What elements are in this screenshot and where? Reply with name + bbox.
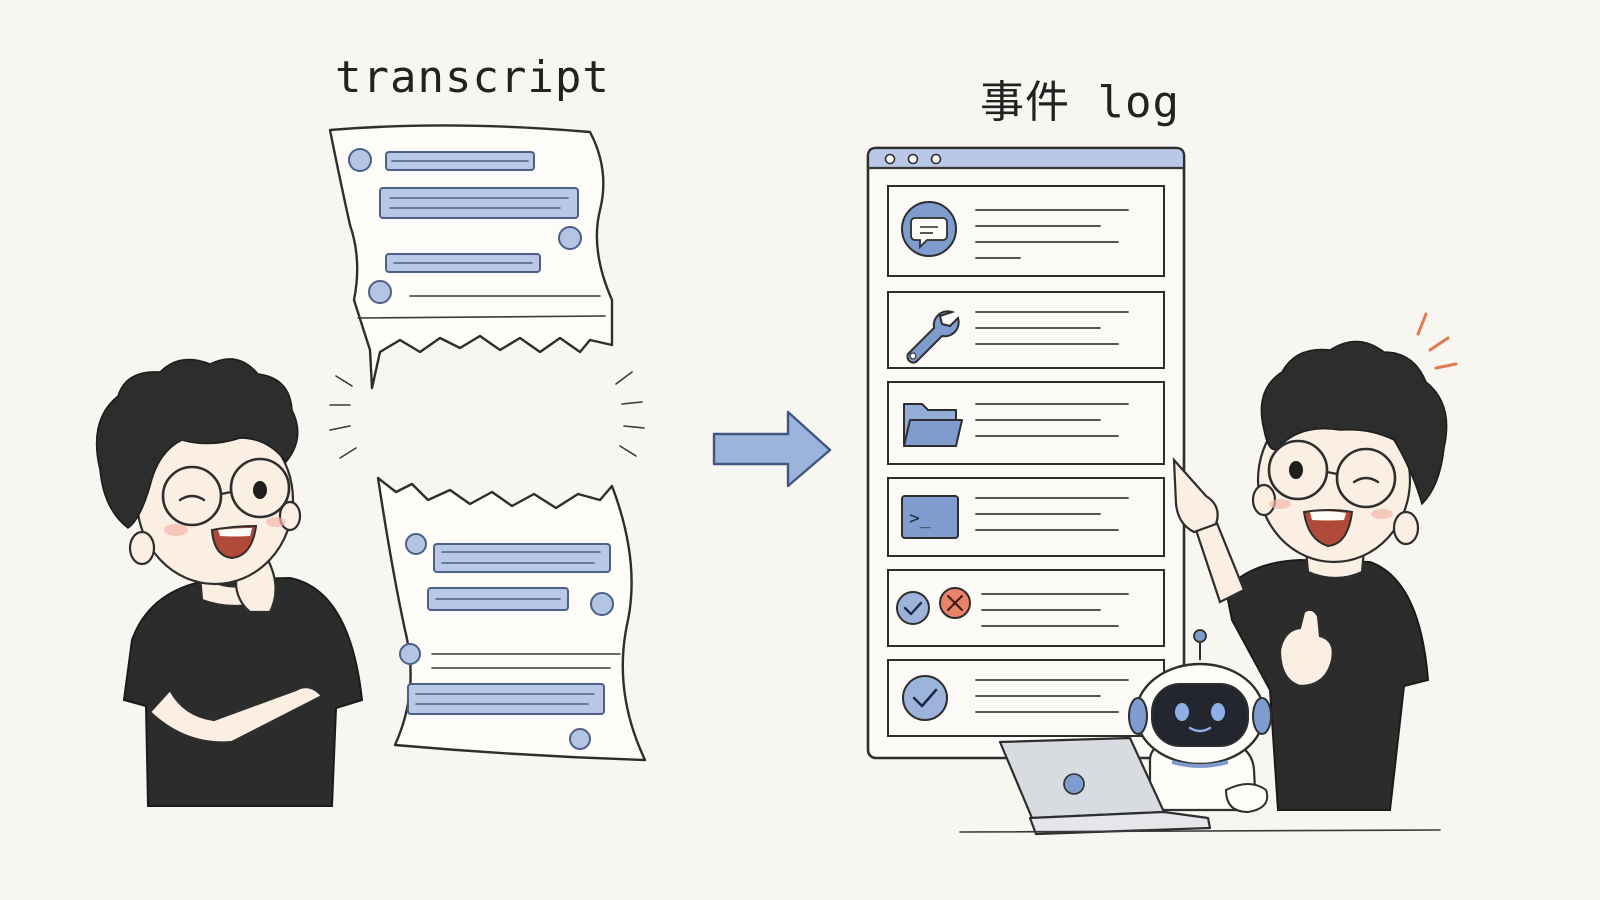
ground-line	[959, 829, 1441, 833]
transcript-title: transcript	[335, 52, 610, 103]
speaker-dot	[399, 643, 421, 665]
check-icon	[896, 591, 930, 625]
robot-assistant	[1128, 629, 1272, 814]
laptop	[998, 736, 1212, 836]
log-entry-success	[887, 659, 1165, 737]
right-arrow-icon	[712, 410, 832, 488]
torn-transcript-top	[328, 124, 614, 390]
speaker-dot	[368, 280, 392, 304]
speaker-dot	[558, 226, 582, 250]
window-control-dot	[907, 153, 919, 165]
excitement-marks	[1416, 312, 1458, 370]
message-bubble	[407, 683, 605, 715]
terminal-icon: >_	[901, 495, 959, 539]
event-log-title: 事件 log	[980, 77, 1180, 128]
folder-icon	[903, 403, 963, 447]
wrench-icon	[906, 310, 960, 364]
log-entry-result	[887, 569, 1165, 647]
log-entry-command: >_	[887, 477, 1165, 557]
window-control-dot	[930, 153, 942, 165]
log-entry-message	[887, 185, 1165, 277]
tear-burst-lines	[329, 371, 645, 459]
antenna-tip	[1193, 629, 1207, 643]
check-circle-icon	[902, 675, 948, 721]
log-entry-file	[887, 381, 1165, 465]
speaker-dot	[590, 592, 614, 616]
speaker-dot	[348, 148, 372, 172]
chat-bubble-icon	[901, 201, 957, 257]
speaker-dot	[405, 533, 427, 555]
window-control-dot	[884, 153, 896, 165]
torn-transcript-bottom	[376, 476, 647, 762]
message-bubble	[379, 187, 579, 219]
log-entry-tool-call	[887, 291, 1165, 369]
left-character	[95, 358, 364, 807]
laptop-logo	[1063, 773, 1085, 795]
speaker-dot	[569, 728, 591, 750]
terminal-prompt-glyph: >_	[909, 508, 931, 529]
right-character	[1172, 312, 1458, 811]
message-bubble	[433, 543, 611, 573]
x-icon	[939, 587, 971, 619]
